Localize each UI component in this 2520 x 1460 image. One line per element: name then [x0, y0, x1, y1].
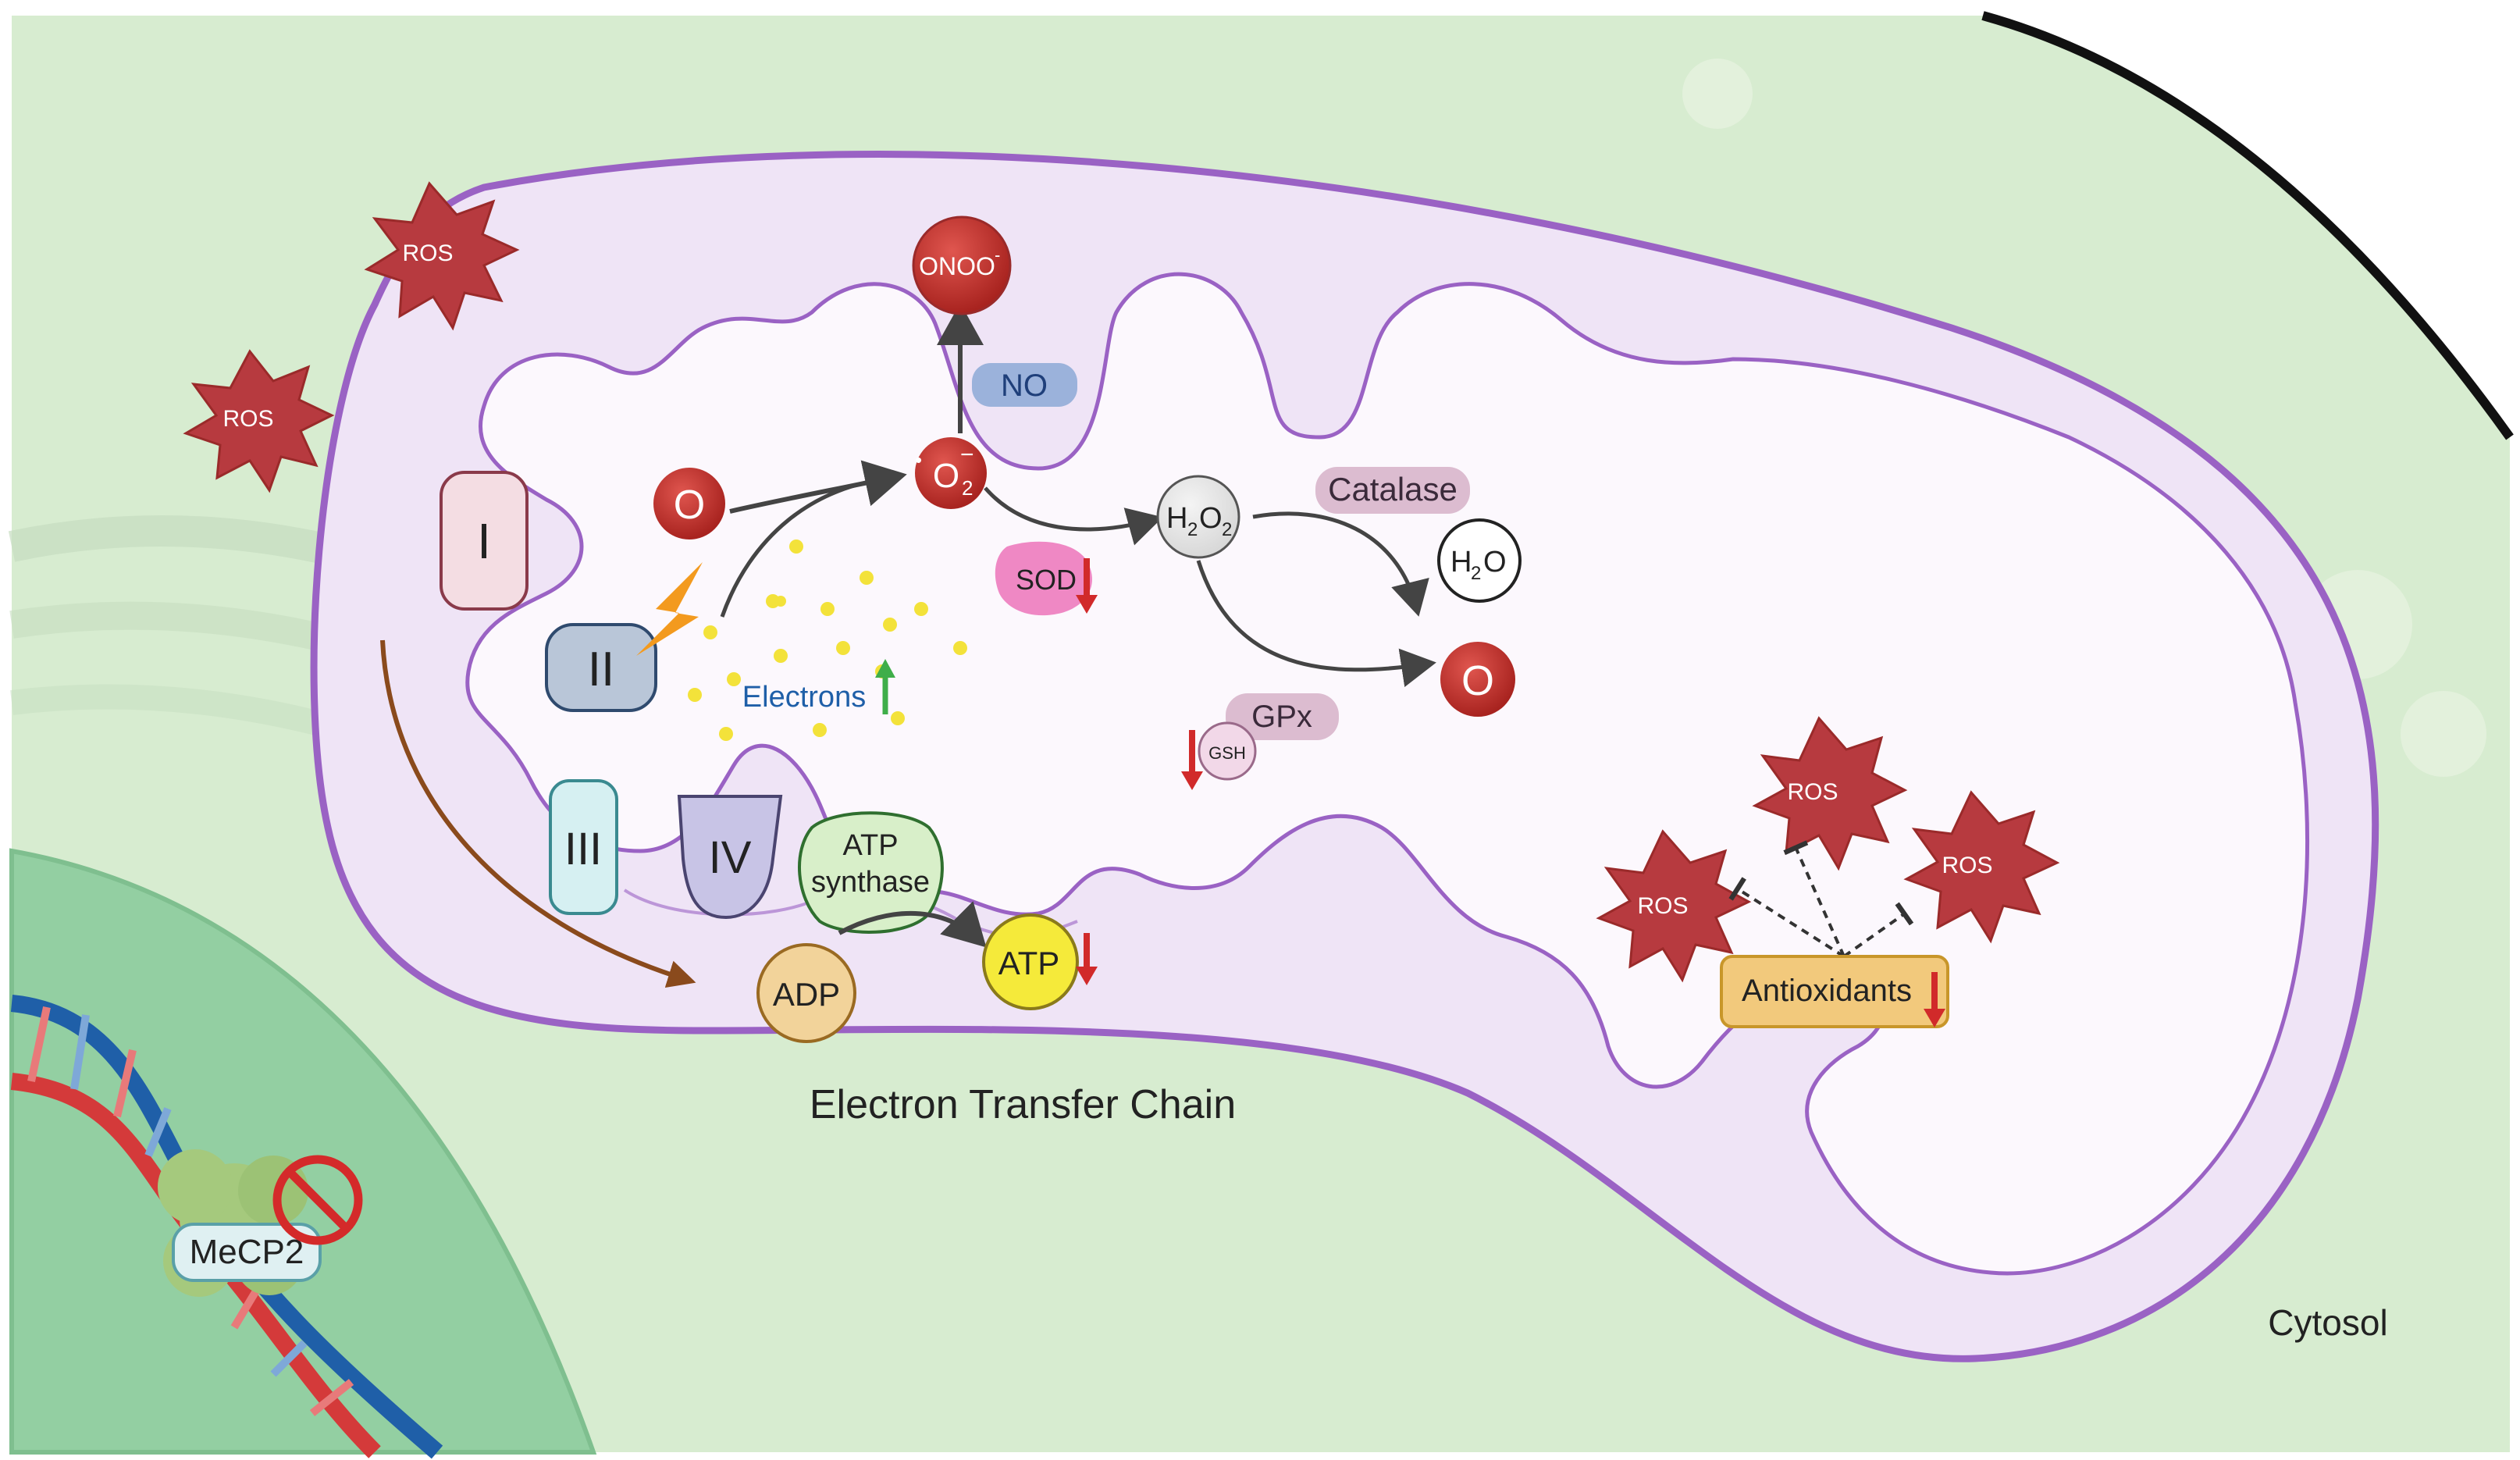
peroxynitrite-charge: - [995, 245, 1000, 265]
gpx-label: GPx [1251, 700, 1312, 734]
ros-label: ROS [1637, 893, 1688, 919]
mecp2-label: MeCP2 [190, 1233, 304, 1271]
oxygen-product-label: O [1461, 657, 1494, 704]
peroxynitrite-molecule [912, 215, 1012, 315]
ros-label: ROS [402, 240, 453, 266]
superoxide-radical-dot: • [915, 448, 922, 472]
ros-label: ROS [222, 406, 273, 432]
gpx-badge [1226, 693, 1339, 740]
peroxynitrite-label: ONOO [919, 252, 995, 280]
oxygen-label: O [674, 483, 705, 528]
mecp2-badge [172, 1223, 322, 1282]
vesicle [1682, 59, 1753, 129]
antioxidants-badge [1720, 955, 1949, 1028]
complex-ii-to-superoxide-arrow [720, 475, 899, 618]
ros-starburst-icon [183, 349, 335, 493]
h2o2-sub2: 2 [1222, 519, 1232, 540]
gsh-label: GSH [1208, 743, 1246, 763]
oxygen-molecule [653, 468, 725, 539]
h2o2-to-h2o-arrow [1252, 511, 1429, 617]
h2o2-to-oxygen-arrow [1196, 560, 1436, 688]
inhibition-line [1783, 840, 1846, 957]
h2o2-h: H [1166, 502, 1187, 535]
ros-label: ROS [1942, 853, 1992, 878]
ros-starburst-icon [1903, 790, 2060, 944]
electron-flow-arrow [380, 639, 696, 988]
atp-synthase-label-1: ATP [842, 829, 898, 862]
down-arrow-icon [1181, 730, 1203, 790]
inhibition-line [1842, 902, 1914, 958]
vesicle [2401, 691, 2486, 777]
no-symbol-icon [272, 1155, 363, 1245]
superoxide-subscript: 2 [962, 476, 973, 500]
h2o2-molecule [1156, 475, 1240, 559]
electrons-label: Electrons [742, 681, 866, 714]
up-arrow-icon [875, 659, 895, 714]
superoxide-label: O [933, 457, 959, 495]
complex-iv-label: IV [709, 832, 752, 883]
h2o2-o: O [1199, 502, 1223, 535]
ros-starburst-icon [364, 181, 520, 331]
atp-synthase-label-2: synthase [811, 866, 930, 899]
lightning-icon [636, 562, 703, 656]
h2o-sub: 2 [1471, 563, 1481, 584]
superoxide-to-h2o2-arrow [984, 486, 1163, 546]
adp-to-atp-arrow [838, 901, 987, 948]
atp-molecule [982, 913, 1079, 1010]
ros-starburst-icon [1752, 716, 1908, 871]
complex-ii-label: II [588, 643, 614, 696]
adp-molecule [756, 943, 856, 1043]
catalase-label: Catalase [1328, 471, 1458, 507]
nucleus [9, 848, 597, 1455]
oxygen-product-molecule [1440, 642, 1515, 717]
no-badge [972, 363, 1077, 407]
catalase-badge [1315, 467, 1470, 514]
electron-dots [688, 539, 967, 741]
complex-i [440, 471, 529, 611]
down-arrow-icon [1076, 933, 1098, 985]
no-label: NO [1001, 369, 1048, 403]
complex-ii [545, 623, 657, 712]
complex-iv [677, 795, 783, 920]
cytosol-label: Cytosol [2268, 1302, 2387, 1343]
h2o-h: H [1450, 546, 1472, 579]
superoxide-charge: − [960, 442, 974, 468]
sod-label: SOD [1016, 564, 1077, 596]
sod-enzyme [995, 541, 1092, 616]
inhibition-line [1728, 877, 1846, 958]
adp-label: ADP [773, 976, 840, 1013]
complex-i-label: I [477, 513, 491, 569]
ros-starburst-icon [1596, 829, 1752, 983]
down-arrow-icon [1924, 972, 1945, 1027]
ros-label: ROS [1787, 779, 1838, 805]
gsh-molecule [1198, 721, 1257, 781]
antioxidants-label: Antioxidants [1742, 974, 1912, 1008]
etc-label: Electron Transfer Chain [810, 1082, 1236, 1127]
complex-iii-label: III [564, 824, 602, 874]
complex-iii [549, 779, 618, 915]
superoxide-molecule [915, 437, 987, 509]
h2o-molecule [1437, 518, 1522, 603]
atp-label: ATP [998, 945, 1060, 981]
cell-membrane [1981, 11, 2514, 440]
h2o2-sub1: 2 [1187, 519, 1198, 540]
down-arrow-icon [1076, 558, 1098, 614]
h2o-o: O [1483, 546, 1507, 579]
